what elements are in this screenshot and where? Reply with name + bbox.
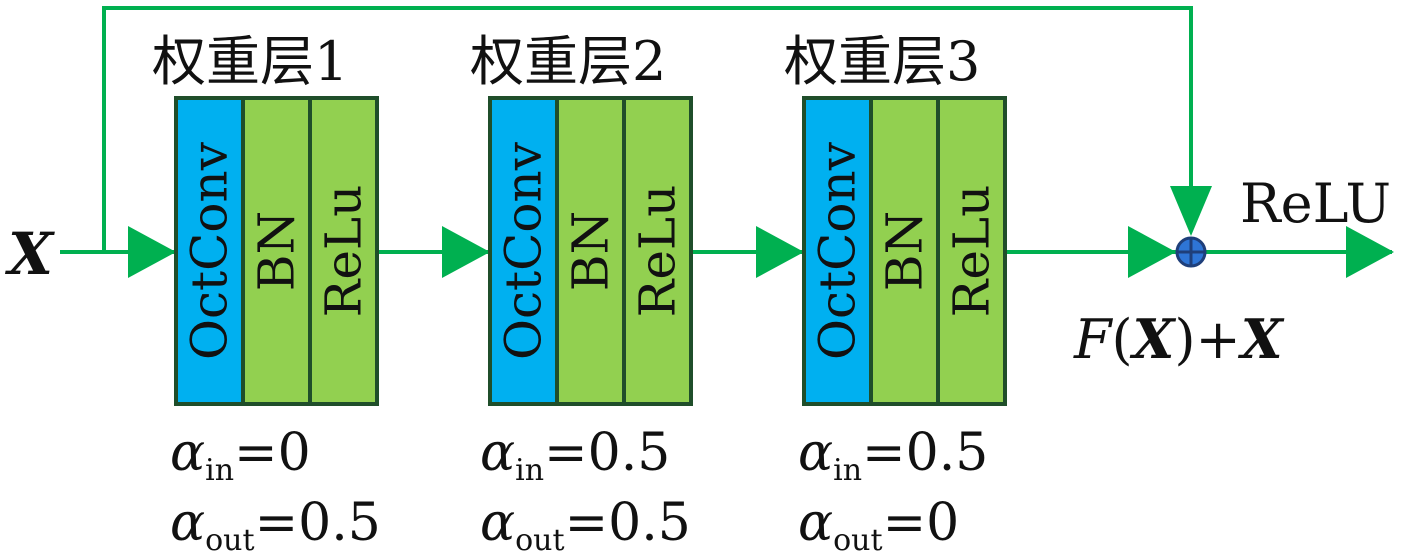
input-label: X (4, 220, 55, 288)
alpha-in-equation: αin=0.5 (480, 423, 670, 488)
weight-layer-title: 权重层3 (784, 30, 980, 93)
link-arrowhead-2-3 (756, 226, 804, 278)
link-arrowhead-1-2 (442, 226, 490, 278)
weight-layer-title: 权重层2 (470, 30, 666, 93)
octconv-cell (174, 96, 245, 406)
bn-label: BN (248, 211, 306, 292)
alpha-in-equation: αin=0.5 (798, 423, 988, 488)
octconv-label: OctConv (181, 141, 239, 360)
octconv-cell (802, 96, 873, 406)
bn-label: BN (562, 211, 620, 292)
output-expression: F(X)+X (1073, 307, 1285, 371)
alpha-out-equation: αout=0 (798, 493, 959, 558)
alpha-in-equation: αin=0 (170, 423, 311, 488)
relu-label: ReLU (1240, 172, 1391, 235)
sum-input-arrowhead (1128, 226, 1176, 278)
sum-node-icon (1175, 236, 1207, 268)
relu-cell-label: ReLu (629, 185, 687, 318)
weight-layer-1: 权重层1 OctConv BN ReLu αin=0 αout=0.5 (152, 30, 381, 558)
skip-connection-line (102, 6, 1193, 252)
output-arrowhead (1346, 226, 1394, 278)
relu-cell-label: ReLu (943, 185, 1001, 318)
relu-cell (936, 96, 1007, 406)
alpha-out-equation: αout=0.5 (170, 493, 381, 558)
weight-layer-title: 权重层1 (152, 30, 348, 93)
octconv-cell (488, 96, 559, 406)
input-arrowhead (128, 226, 176, 278)
bn-cell (555, 96, 626, 406)
weight-layer-3: 权重层3 OctConv BN ReLu αin=0.5 αout=0 (784, 30, 1007, 558)
relu-cell (622, 96, 693, 406)
bn-cell (241, 96, 312, 406)
relu-cell (308, 96, 379, 406)
octconv-label: OctConv (809, 141, 867, 360)
relu-cell-label: ReLu (315, 185, 373, 318)
alpha-out-equation: αout=0.5 (480, 493, 691, 558)
skip-connection-arrowhead (1170, 186, 1212, 236)
octconv-label: OctConv (495, 141, 553, 360)
bn-label: BN (876, 211, 934, 292)
weight-layer-2: 权重层2 OctConv BN ReLu αin=0.5 αout=0.5 (470, 30, 693, 558)
